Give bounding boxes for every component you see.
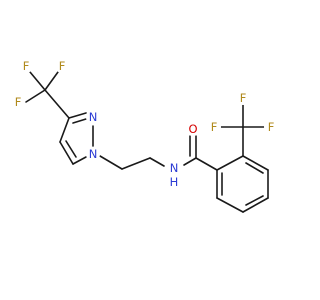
atom-label-o: O [188,122,197,136]
atom-o-carbonyl: O [186,122,200,136]
atom-h-amide: H [168,175,180,189]
bond-c3-n2-double [72,118,87,124]
bond-carbonyl-ring [195,157,218,171]
atom-f-right-3: F [264,120,278,134]
bond-cf3-left-f2 [44,71,59,91]
bond-cf3-pyrazole [44,89,70,119]
bond-c5-c4-double [65,140,77,158]
bonds [25,71,269,213]
bond-c5-c4 [59,141,74,165]
bond-ring-double-a [245,162,264,174]
bond-ch2-ch2 [121,157,151,170]
atom-f-left-1: F [19,59,33,73]
atom-label-n: N [89,147,98,161]
bond-n1-ch2 [99,155,123,170]
atom-label-f: F [23,59,30,73]
atom-label-f: F [268,120,275,134]
atom-label-f: F [15,95,22,109]
bond-c4-c3 [59,117,70,143]
bond-c3-n2 [68,112,87,119]
atom-f-left-3: F [11,95,25,109]
atom-label-h: H [170,175,179,189]
bond-ring-5-6 [216,197,244,213]
atom-label-f: F [240,91,247,105]
bond-nh-carbonyl [183,157,197,166]
molecule-diagram: F F F N N N H O [11,59,278,213]
atom-f-right-1: F [207,120,221,134]
bond-cf3-left-f1 [29,71,46,91]
atom-f-right-2: F [236,91,250,105]
bond-ch2-nh [149,157,165,167]
atom-label-f: F [59,59,66,73]
atom-label-n: N [170,161,179,175]
bond-n1-c5 [72,156,87,165]
bond-ring-double-b [245,195,264,206]
atom-n-pyrazole-1: N [86,147,100,161]
structure-canvas: F F F N N N H O [11,59,278,213]
bond-ring-4-5 [242,197,269,213]
atom-n-pyrazole-2: N [86,110,100,124]
bond-ring-1-2 [216,155,244,171]
bond-ring-2-3 [242,155,269,171]
atom-f-left-2: F [55,59,69,73]
atom-label-n: N [89,110,98,124]
atom-label-f: F [211,120,218,134]
bond-cf3-left-f3 [25,89,46,103]
atom-n-amide: N [167,161,181,175]
atom-labels: F F F N N N H O [11,59,278,189]
